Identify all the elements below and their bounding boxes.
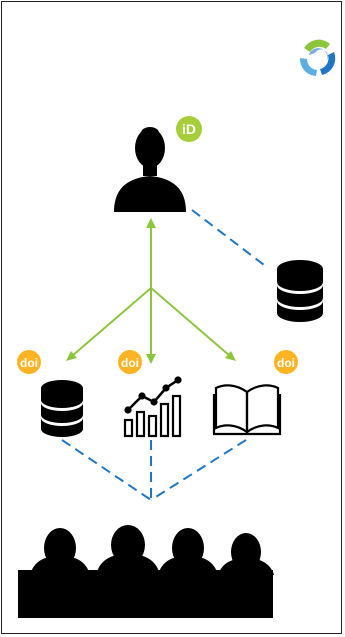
personal-database-icon bbox=[277, 260, 323, 322]
doi-badge-dataset: doi bbox=[17, 350, 41, 374]
doi-badge-publication: doi bbox=[274, 350, 298, 374]
audience-crowd-icon bbox=[18, 525, 274, 618]
open-book-icon bbox=[212, 384, 282, 436]
orcid-label: iD bbox=[182, 121, 196, 137]
swirl-logo-icon bbox=[299, 39, 336, 76]
green-arrow-to-publication bbox=[150, 287, 231, 357]
orcid-badge: iD bbox=[176, 116, 202, 142]
green-arrow-to-dataset bbox=[71, 287, 152, 357]
dashed-connectors-to-audience bbox=[61, 439, 247, 501]
doi-label: doi bbox=[121, 356, 139, 370]
dataset-database-icon bbox=[41, 380, 83, 437]
doi-badge-figure: doi bbox=[118, 350, 142, 374]
doi-label: doi bbox=[277, 356, 295, 370]
bar-chart-icon bbox=[123, 376, 182, 438]
green-connectors bbox=[66, 218, 236, 364]
doi-label: doi bbox=[20, 356, 38, 370]
researcher-silhouette-icon bbox=[114, 127, 186, 212]
dashed-connector-researcher-to-database bbox=[191, 209, 269, 269]
